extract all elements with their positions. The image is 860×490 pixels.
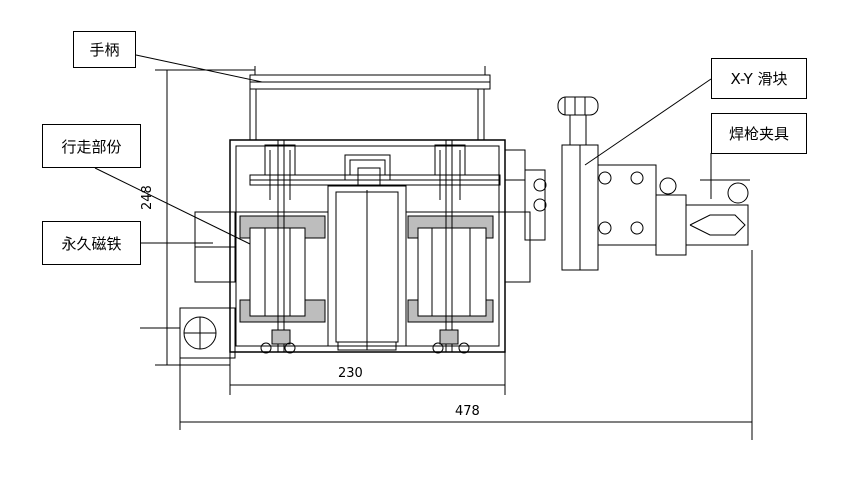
wheel-base-dimension: 230	[338, 366, 363, 381]
height-dimension: 248	[140, 185, 155, 210]
leader-lines	[94, 54, 712, 245]
torch-clamp-label: 焊枪夹具	[711, 113, 807, 154]
center-motor	[327, 185, 407, 351]
xy-slider-label: X-Y 滑块	[711, 58, 807, 99]
overall-length-dimension: 478	[455, 404, 480, 419]
base-magnet	[179, 307, 236, 359]
permanent-magnet-drawing	[194, 211, 236, 283]
xy-slider-drawing	[557, 96, 657, 271]
handle-drawing	[249, 66, 491, 140]
torch-clamp-drawing	[655, 177, 750, 256]
side-connector	[504, 149, 547, 241]
handle-label: 手柄	[73, 31, 136, 68]
permanent-magnet-label: 永久磁铁	[42, 221, 141, 265]
dimension-lines	[140, 69, 753, 440]
left-wheel-assembly	[239, 140, 326, 354]
travel-section-label: 行走部份	[42, 124, 141, 168]
right-wheel-assembly	[407, 140, 531, 354]
